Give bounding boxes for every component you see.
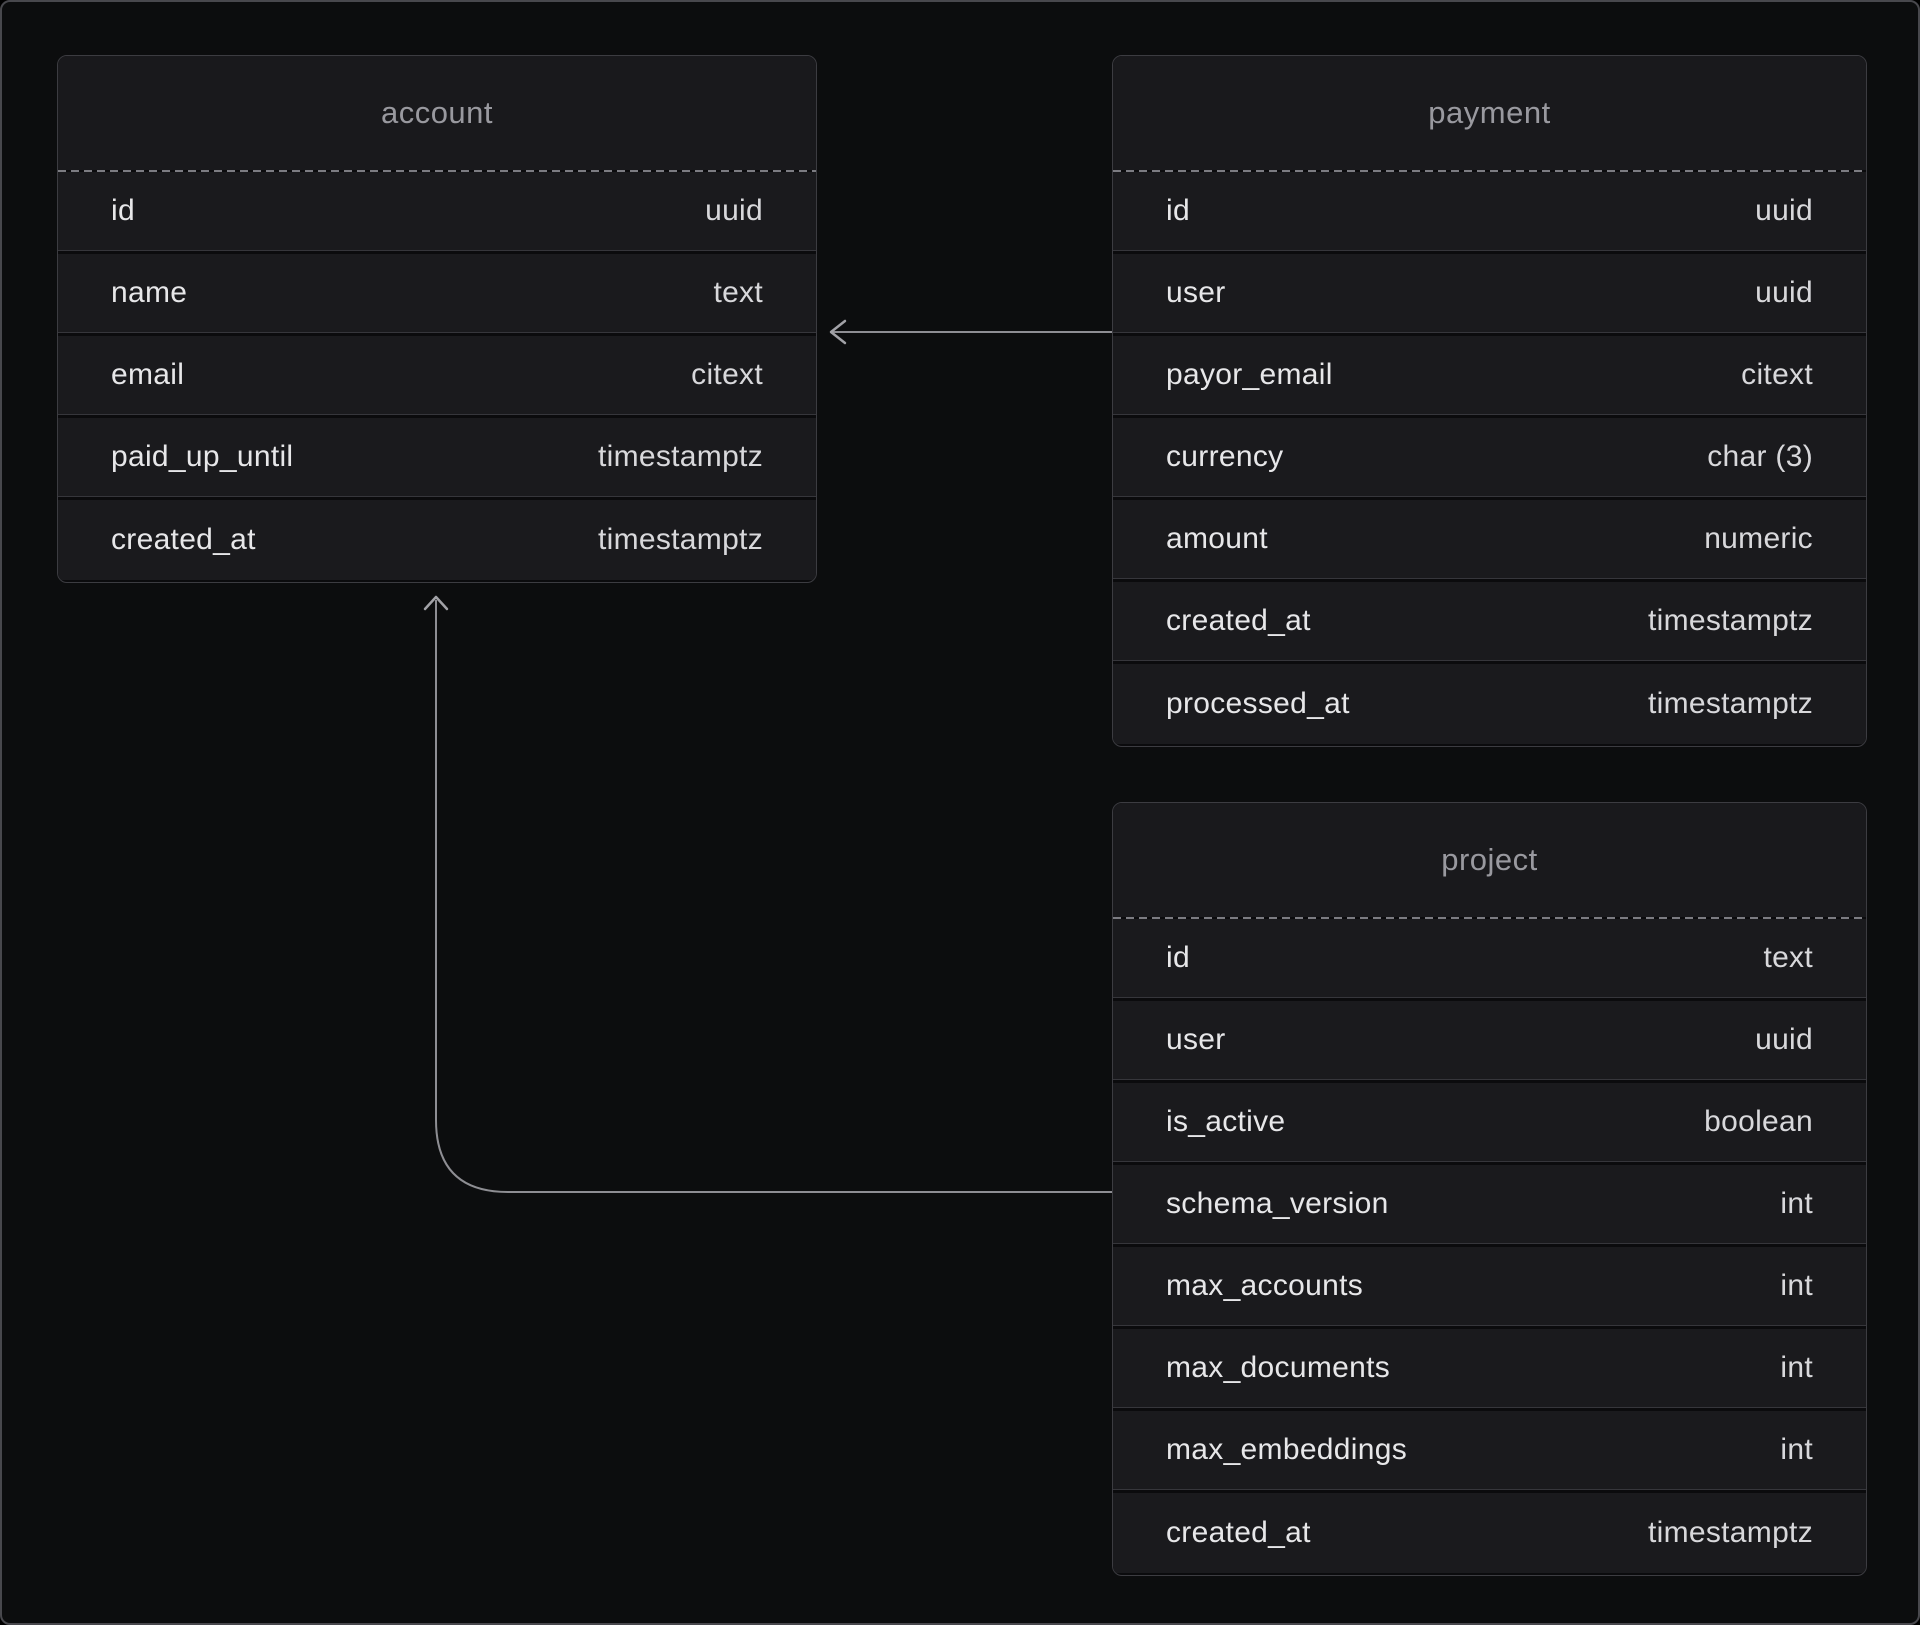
column-name: user	[1166, 276, 1226, 309]
column-row-account-paid_up_until: paid_up_until timestamptz	[58, 418, 816, 497]
column-type: int	[1780, 1269, 1813, 1302]
table-node-project[interactable]: project id text user uuid is_active boolean sc…	[1112, 802, 1867, 1576]
column-row-payment-amount: amount numeric	[1113, 500, 1866, 579]
column-name: id	[1166, 194, 1190, 227]
column-name: payor_email	[1166, 358, 1333, 391]
relationship-arrow-project-account	[423, 595, 1112, 1193]
column-type: uuid	[1755, 276, 1813, 309]
column-type: int	[1780, 1433, 1813, 1466]
column-row-project-created_at: created_at timestamptz	[1113, 1493, 1866, 1573]
column-name: schema_version	[1166, 1187, 1389, 1220]
column-name: processed_at	[1166, 687, 1350, 720]
column-type: numeric	[1704, 522, 1813, 555]
column-row-project-is_active: is_active boolean	[1113, 1083, 1866, 1162]
column-type: timestamptz	[597, 440, 763, 473]
table-node-payment[interactable]: payment id uuid user uuid payor_email citext c…	[1112, 55, 1867, 747]
column-row-project-schema_version: schema_version int	[1113, 1165, 1866, 1244]
column-type: boolean	[1704, 1105, 1813, 1138]
column-name: amount	[1166, 522, 1268, 555]
table-columns: id text user uuid is_active boolean schema_ver…	[1113, 919, 1866, 1575]
table-node-account[interactable]: account id uuid name text email citext paid_up…	[57, 55, 817, 583]
column-name: id	[111, 194, 135, 227]
column-name: name	[111, 276, 188, 309]
column-type: text	[713, 276, 763, 309]
column-row-payment-processed_at: processed_at timestamptz	[1113, 664, 1866, 744]
relationship-arrow-payment-account	[829, 319, 1112, 345]
column-name: currency	[1166, 440, 1284, 473]
column-type: int	[1780, 1351, 1813, 1384]
column-name: max_accounts	[1166, 1269, 1364, 1302]
column-name: id	[1166, 941, 1190, 974]
column-type: char (3)	[1707, 440, 1813, 473]
column-name: is_active	[1166, 1105, 1286, 1138]
column-row-project-max_accounts: max_accounts int	[1113, 1247, 1866, 1326]
column-name: created_at	[111, 523, 256, 556]
column-name: created_at	[1166, 604, 1311, 637]
column-type: uuid	[705, 194, 763, 227]
column-type: int	[1780, 1187, 1813, 1220]
column-row-project-max_embeddings: max_embeddings int	[1113, 1411, 1866, 1490]
column-row-account-name: name text	[58, 254, 816, 333]
column-type: text	[1763, 941, 1813, 974]
column-type: timestamptz	[1647, 1516, 1813, 1549]
column-type: citext	[1741, 358, 1813, 391]
column-type: timestamptz	[1647, 604, 1813, 637]
header-divider	[58, 170, 816, 172]
column-row-account-id: id uuid	[58, 172, 816, 251]
column-type: timestamptz	[1647, 687, 1813, 720]
table-title: project	[1113, 803, 1866, 917]
column-name: paid_up_until	[111, 440, 294, 473]
column-row-account-created_at: created_at timestamptz	[58, 500, 816, 580]
column-row-payment-created_at: created_at timestamptz	[1113, 582, 1866, 661]
column-row-account-email: email citext	[58, 336, 816, 415]
column-name: max_embeddings	[1166, 1433, 1408, 1466]
column-row-payment-id: id uuid	[1113, 172, 1866, 251]
table-title: payment	[1113, 56, 1866, 170]
column-row-project-max_documents: max_documents int	[1113, 1329, 1866, 1408]
column-name: created_at	[1166, 1516, 1311, 1549]
column-row-payment-currency: currency char (3)	[1113, 418, 1866, 497]
table-title: account	[58, 56, 816, 170]
column-type: timestamptz	[597, 523, 763, 556]
column-type: uuid	[1755, 1023, 1813, 1056]
header-divider	[1113, 917, 1866, 919]
column-name: email	[111, 358, 185, 391]
column-row-project-id: id text	[1113, 919, 1866, 998]
column-name: user	[1166, 1023, 1226, 1056]
column-name: max_documents	[1166, 1351, 1391, 1384]
column-row-project-user: user uuid	[1113, 1001, 1866, 1080]
column-type: uuid	[1755, 194, 1813, 227]
column-row-payment-user: user uuid	[1113, 254, 1866, 333]
header-divider	[1113, 170, 1866, 172]
column-row-payment-payor_email: payor_email citext	[1113, 336, 1866, 415]
column-type: citext	[691, 358, 763, 391]
